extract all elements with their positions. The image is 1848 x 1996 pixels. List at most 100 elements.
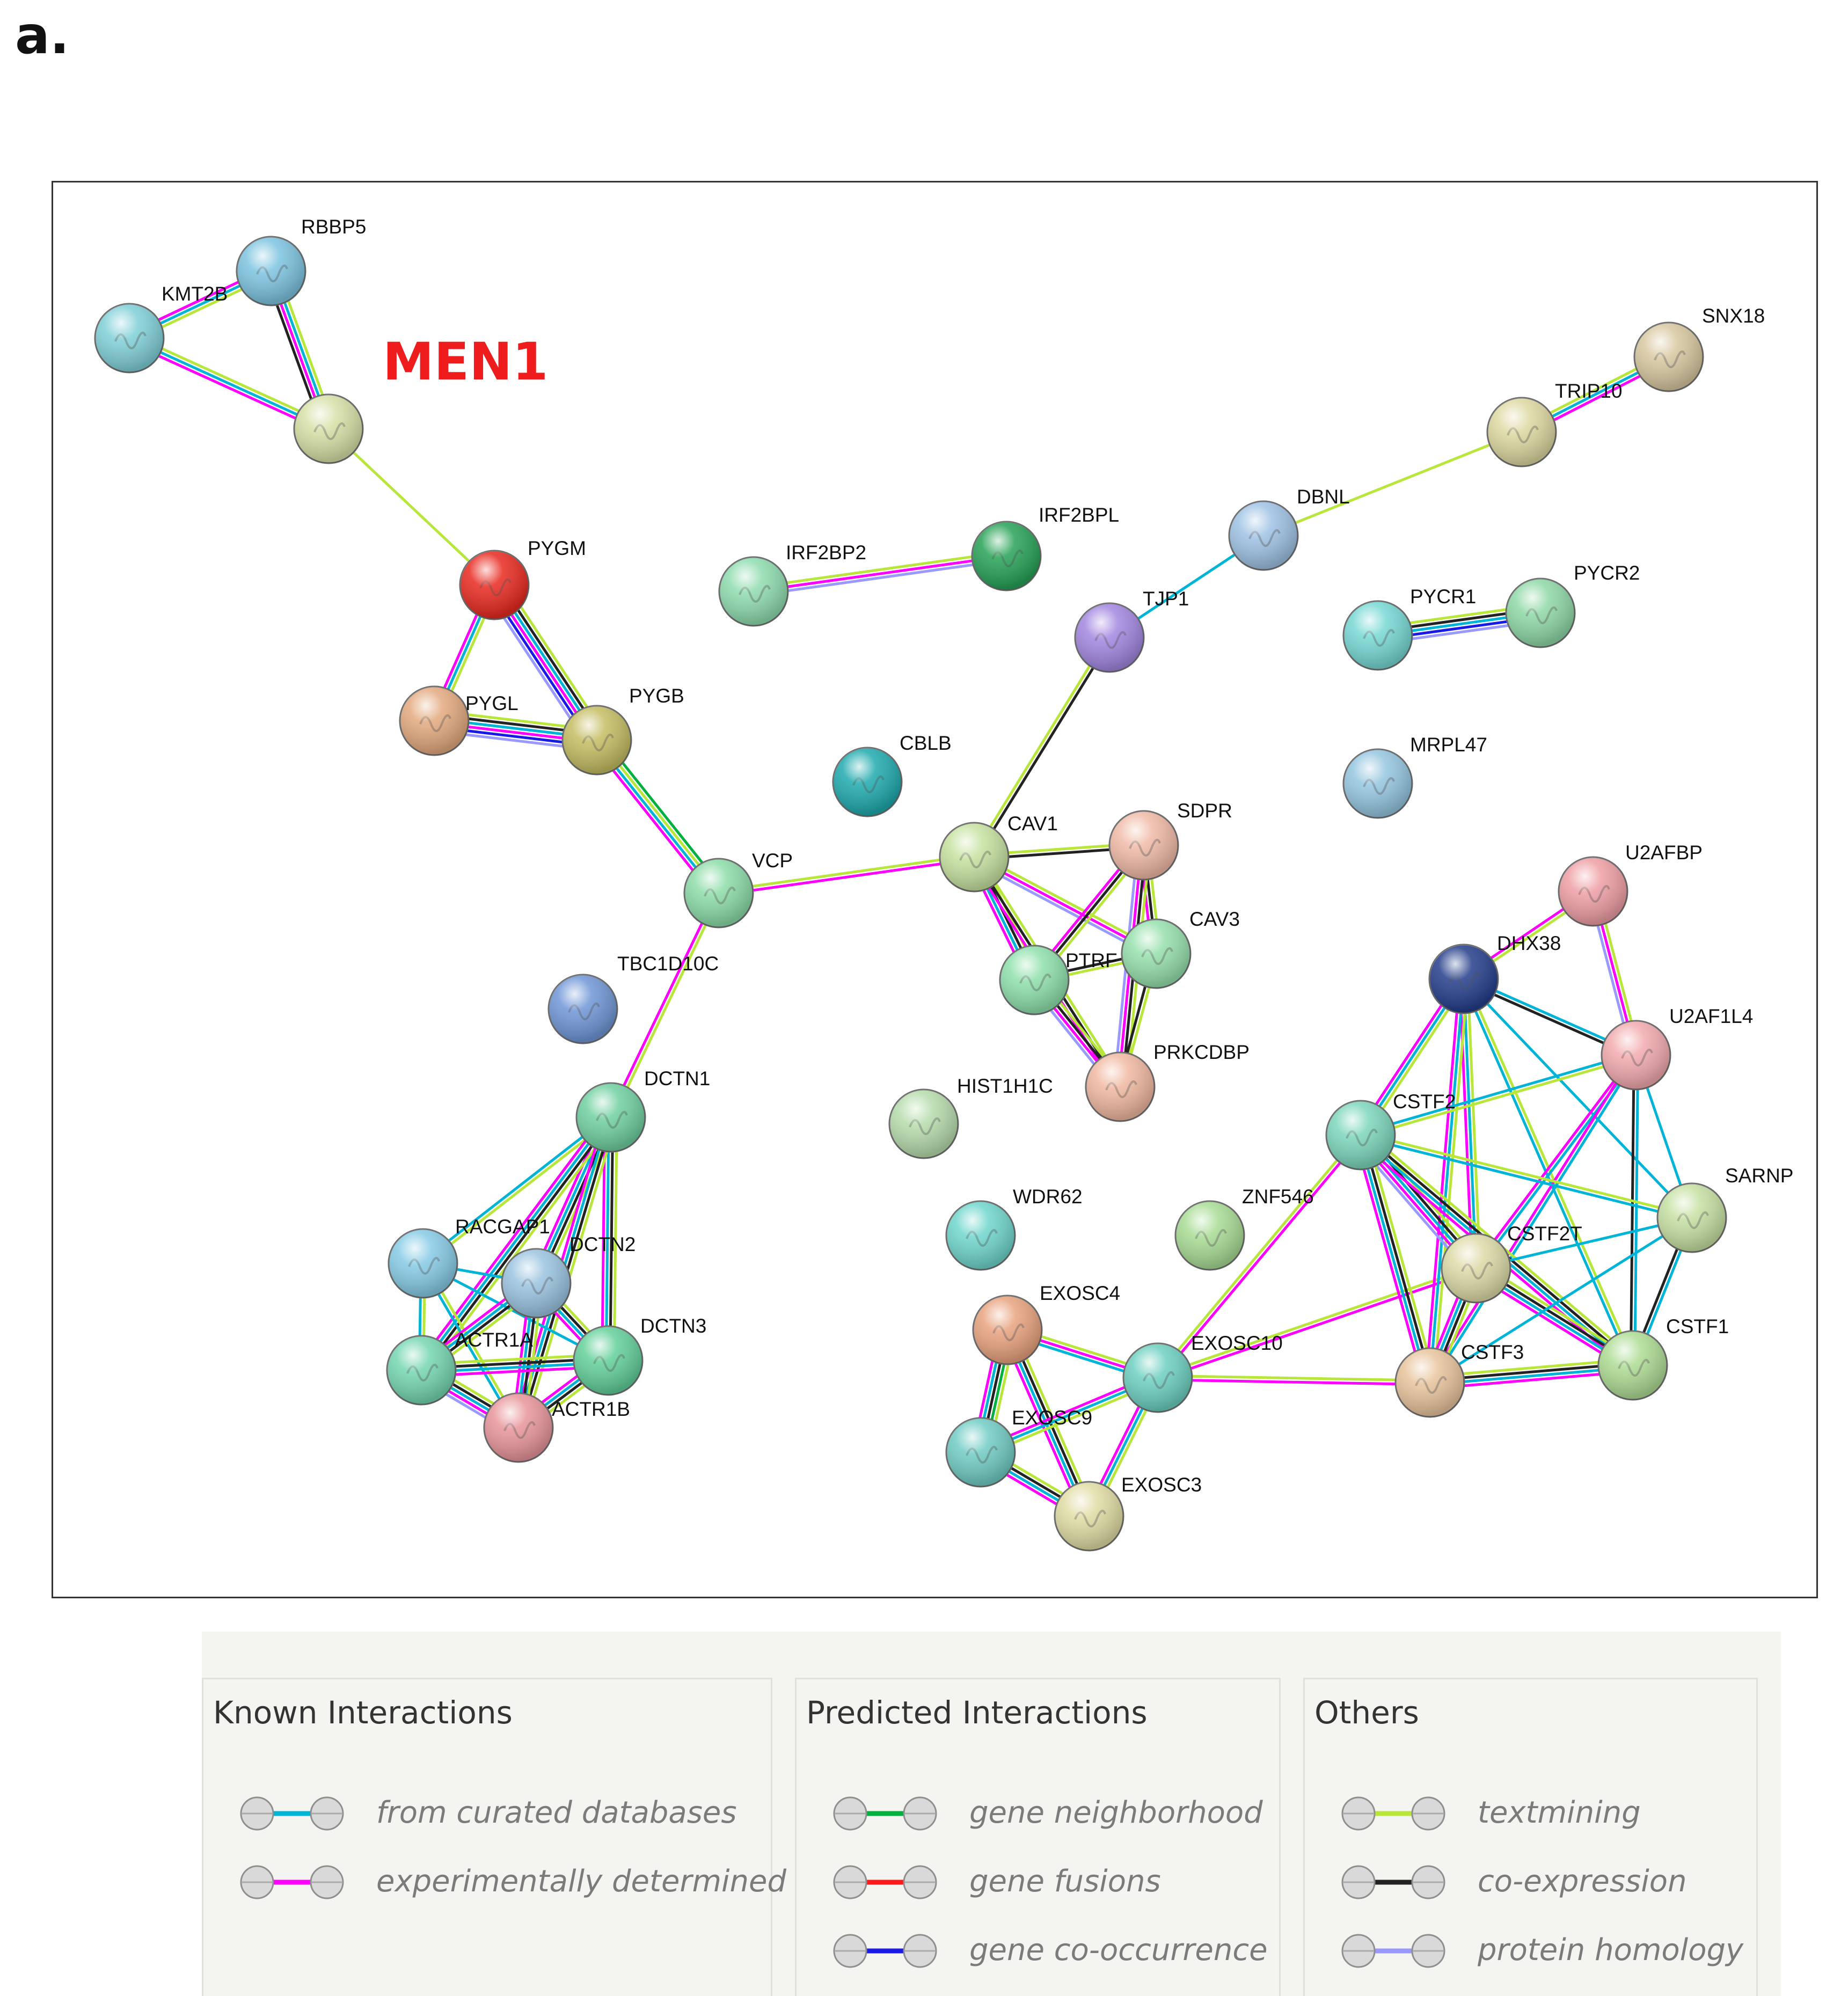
node-gloss bbox=[1559, 857, 1627, 926]
node-sarnp[interactable]: SARNP bbox=[1656, 1165, 1793, 1253]
node-label: U2AF1L4 bbox=[1669, 1005, 1753, 1027]
edge-DHX38-CSTF3[interactable] bbox=[1425, 978, 1469, 1383]
node-hist1h1c[interactable]: HIST1H1C bbox=[888, 1075, 1053, 1159]
edge-stripe-textmining bbox=[327, 428, 495, 586]
node-label: ZNF546 bbox=[1242, 1186, 1314, 1208]
edge-stripe-textmining bbox=[130, 333, 331, 427]
edge-DCTN1-ACTR1A[interactable] bbox=[415, 1113, 617, 1375]
node-dctn3[interactable]: DCTN3 bbox=[573, 1315, 706, 1396]
legend-sample-coexpression bbox=[1341, 1865, 1445, 1899]
node-gloss bbox=[502, 1249, 571, 1318]
node-cstf2t[interactable]: CSTF2T bbox=[1441, 1223, 1582, 1304]
edge-stripe-experimental bbox=[1157, 1378, 1430, 1386]
node-actr1b[interactable]: ACTR1B bbox=[483, 1392, 630, 1463]
edge-CSTF2-SARNP[interactable] bbox=[1360, 1131, 1693, 1222]
node-prkcdbp[interactable]: PRKCDBP bbox=[1085, 1041, 1250, 1122]
edge-stripe-curated bbox=[1476, 1216, 1692, 1270]
node-sdpr[interactable]: SDPR bbox=[1108, 800, 1232, 881]
node-pygb[interactable]: PYGB bbox=[561, 685, 684, 776]
edge-stripe-textmining bbox=[425, 1120, 617, 1375]
edge-DBNL-TRIP10[interactable] bbox=[1263, 430, 1522, 537]
node-tbc1d10c[interactable]: TBC1D10C bbox=[547, 953, 719, 1044]
node-dctn2[interactable]: DCTN2 bbox=[501, 1233, 636, 1319]
legend-text-coexpression: co-expression bbox=[1478, 1864, 1687, 1899]
node-cav3[interactable]: CAV3 bbox=[1121, 908, 1240, 989]
node-gloss bbox=[576, 1083, 645, 1152]
node-dhx38[interactable]: DHX38 bbox=[1428, 932, 1561, 1014]
node-exosc9[interactable]: EXOSC9 bbox=[945, 1407, 1092, 1488]
node-irf2bp2[interactable]: IRF2BP2 bbox=[718, 542, 866, 627]
node-label: U2AFBP bbox=[1625, 842, 1703, 864]
node-rbbp5[interactable]: RBBP5 bbox=[236, 216, 366, 306]
edge-stripe-coexpression bbox=[609, 1117, 615, 1361]
edge-IRF2BP2-IRF2BPL[interactable] bbox=[753, 551, 1007, 597]
edge-stripe-textmining bbox=[1361, 1131, 1693, 1217]
node-label: EXOSC9 bbox=[1012, 1407, 1092, 1429]
edge-CSTF2T-SARNP[interactable] bbox=[1476, 1216, 1692, 1270]
edge-stripe-curated bbox=[1430, 1055, 1639, 1385]
node-pygl[interactable]: PYGL bbox=[399, 685, 518, 756]
edge-DHX38-SARNP[interactable] bbox=[1463, 978, 1693, 1219]
node-label: PYCR1 bbox=[1410, 586, 1476, 608]
node-gloss bbox=[1000, 946, 1069, 1014]
node-label: CSTF1 bbox=[1666, 1315, 1729, 1337]
node-wdr62[interactable]: WDR62 bbox=[945, 1186, 1083, 1271]
node-actr1a[interactable]: ACTR1A bbox=[386, 1329, 533, 1406]
node-ptrf[interactable]: PTRF bbox=[999, 945, 1117, 1015]
legend-sample-curated bbox=[240, 1796, 344, 1831]
legend-sample-cooccurrence bbox=[833, 1934, 937, 1968]
node-cblb[interactable]: CBLB bbox=[832, 732, 952, 817]
edge-MEN1-PYGM[interactable] bbox=[327, 428, 495, 586]
node-label: CSTF3 bbox=[1461, 1341, 1524, 1363]
node-vcp[interactable]: VCP bbox=[683, 850, 793, 928]
node-racgap1[interactable]: RACGAP1 bbox=[388, 1216, 550, 1299]
node-u2af1l4[interactable]: U2AF1L4 bbox=[1601, 1005, 1753, 1091]
node-tjp1[interactable]: TJP1 bbox=[1074, 588, 1189, 673]
edge-U2AF1L4-CSTF2[interactable] bbox=[1360, 1051, 1637, 1139]
edge-SARNP-CSTF3[interactable] bbox=[1429, 1216, 1693, 1384]
node-u2afbp[interactable]: U2AFBP bbox=[1558, 842, 1703, 927]
node-cav1[interactable]: CAV1 bbox=[939, 813, 1058, 893]
node-dctn1[interactable]: DCTN1 bbox=[575, 1068, 710, 1153]
legend-text-cooccurrence: gene co-occurrence bbox=[969, 1933, 1268, 1968]
edge-CAV1-TJP1[interactable] bbox=[971, 635, 1113, 859]
node-exosc10[interactable]: EXOSC10 bbox=[1122, 1332, 1283, 1413]
edge-VCP-DCTN1[interactable] bbox=[608, 891, 722, 1119]
node-gloss bbox=[1602, 1021, 1670, 1090]
node-cstf2[interactable]: CSTF2 bbox=[1325, 1091, 1456, 1171]
node-kmt2b[interactable]: KMT2B bbox=[94, 283, 228, 374]
legend-sample-experimental bbox=[240, 1865, 344, 1899]
edge-EXOSC10-CSTF3[interactable] bbox=[1157, 1374, 1430, 1386]
node-irf2bpl[interactable]: IRF2BPL bbox=[971, 504, 1119, 591]
node-mrpl47[interactable]: MRPL47 bbox=[1342, 734, 1487, 819]
edge-KMT2B-MEN1[interactable] bbox=[127, 333, 331, 434]
edge-EXOSC10-CSTF2[interactable] bbox=[1155, 1132, 1363, 1380]
node-znf546[interactable]: ZNF546 bbox=[1174, 1186, 1314, 1271]
edge-U2AF1L4-CSTF1[interactable] bbox=[1629, 1055, 1640, 1366]
node-cstf1[interactable]: CSTF1 bbox=[1597, 1315, 1729, 1401]
node-pygm[interactable]: PYGM bbox=[459, 537, 586, 620]
node-gloss bbox=[387, 1336, 456, 1405]
edge-stripe-coexpression bbox=[422, 1117, 614, 1372]
edge-stripe-experimental bbox=[608, 891, 718, 1117]
node-exosc4[interactable]: EXOSC4 bbox=[972, 1282, 1120, 1365]
node-pycr1[interactable]: PYCR1 bbox=[1342, 586, 1476, 671]
edge-DCTN1-RACGAP1[interactable] bbox=[421, 1115, 613, 1266]
node-men1[interactable] bbox=[293, 393, 364, 464]
node-trip10[interactable]: TRIP10 bbox=[1486, 380, 1622, 467]
edge-U2AF1L4-CSTF3[interactable] bbox=[1427, 1053, 1639, 1385]
edge-VCP-CAV1[interactable] bbox=[718, 853, 975, 897]
node-snx18[interactable]: SNX18 bbox=[1633, 305, 1765, 392]
edge-stripe-textmining bbox=[423, 1117, 613, 1266]
node-label: CSTF2T bbox=[1507, 1223, 1582, 1245]
edge-stripe-curated bbox=[421, 1115, 611, 1263]
node-dbnl[interactable]: DBNL bbox=[1228, 486, 1350, 571]
edge-EXOSC10-CSTF2T[interactable] bbox=[1156, 1265, 1478, 1381]
node-gloss bbox=[684, 859, 753, 927]
node-pycr2[interactable]: PYCR2 bbox=[1505, 562, 1640, 648]
node-cstf3[interactable]: CSTF3 bbox=[1394, 1341, 1524, 1418]
edge-CSTF2-CSTF3[interactable] bbox=[1353, 1133, 1437, 1385]
node-gloss bbox=[1343, 601, 1412, 670]
node-exosc3[interactable]: EXOSC3 bbox=[1054, 1474, 1202, 1552]
